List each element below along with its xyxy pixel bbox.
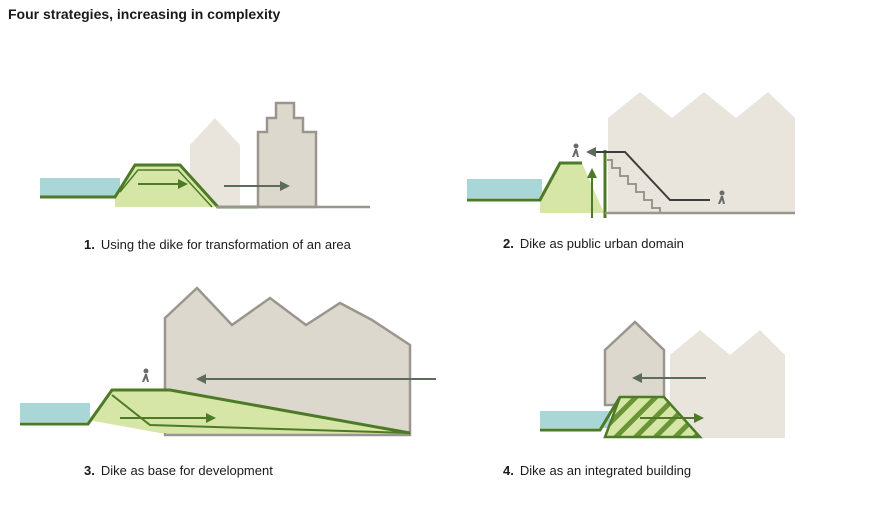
caption-text: Using the dike for transformation of an … (100, 237, 351, 252)
water-surface (540, 408, 610, 411)
sawtooth-building (163, 286, 412, 437)
water (20, 400, 90, 422)
caption-panel-1: 1. Using the dike for transformation of a… (84, 237, 351, 252)
water-surface (20, 400, 90, 403)
caption-number: 4. (503, 463, 514, 478)
water-surface (467, 176, 542, 179)
dike-outline (467, 161, 582, 202)
house-gable (603, 320, 666, 407)
panel-4 (540, 320, 785, 439)
dike-body (88, 390, 410, 433)
panel-3 (20, 286, 436, 437)
sawtooth-building (608, 92, 795, 213)
dike-body (540, 163, 604, 213)
pedestrian-icon (572, 143, 579, 157)
dike-outline (20, 388, 411, 435)
pedestrian-icon (142, 368, 149, 382)
water-surface (40, 175, 120, 178)
route-arrow (586, 147, 710, 201)
caption-panel-4: 4. Dike as an integrated building (503, 463, 691, 478)
caption-panel-3: 3. Dike as base for development (84, 463, 273, 478)
water (540, 408, 610, 428)
caption-number: 1. (84, 237, 95, 252)
dike-inner (119, 169, 213, 208)
dike-outline (540, 396, 622, 432)
panel-2 (467, 92, 795, 218)
dike-inner (111, 394, 411, 434)
water (40, 175, 120, 197)
panel-1 (40, 101, 370, 209)
stairs (607, 159, 661, 213)
caption-number: 3. (84, 463, 95, 478)
caption-text: Dike as base for development (100, 463, 273, 478)
water (467, 176, 542, 198)
tall-building (256, 101, 318, 209)
diagram-title: Four strategies, increasing in complexit… (8, 6, 281, 22)
caption-text: Dike as public urban domain (519, 236, 684, 251)
back-house (190, 118, 240, 205)
caption-number: 2. (503, 236, 514, 251)
dike-body (115, 165, 218, 207)
pedestrian-icon (718, 190, 725, 204)
caption-panel-2: 2. Dike as public urban domain (503, 236, 684, 251)
sawtooth-background (670, 330, 785, 438)
caption-text: Dike as an integrated building (519, 463, 692, 478)
